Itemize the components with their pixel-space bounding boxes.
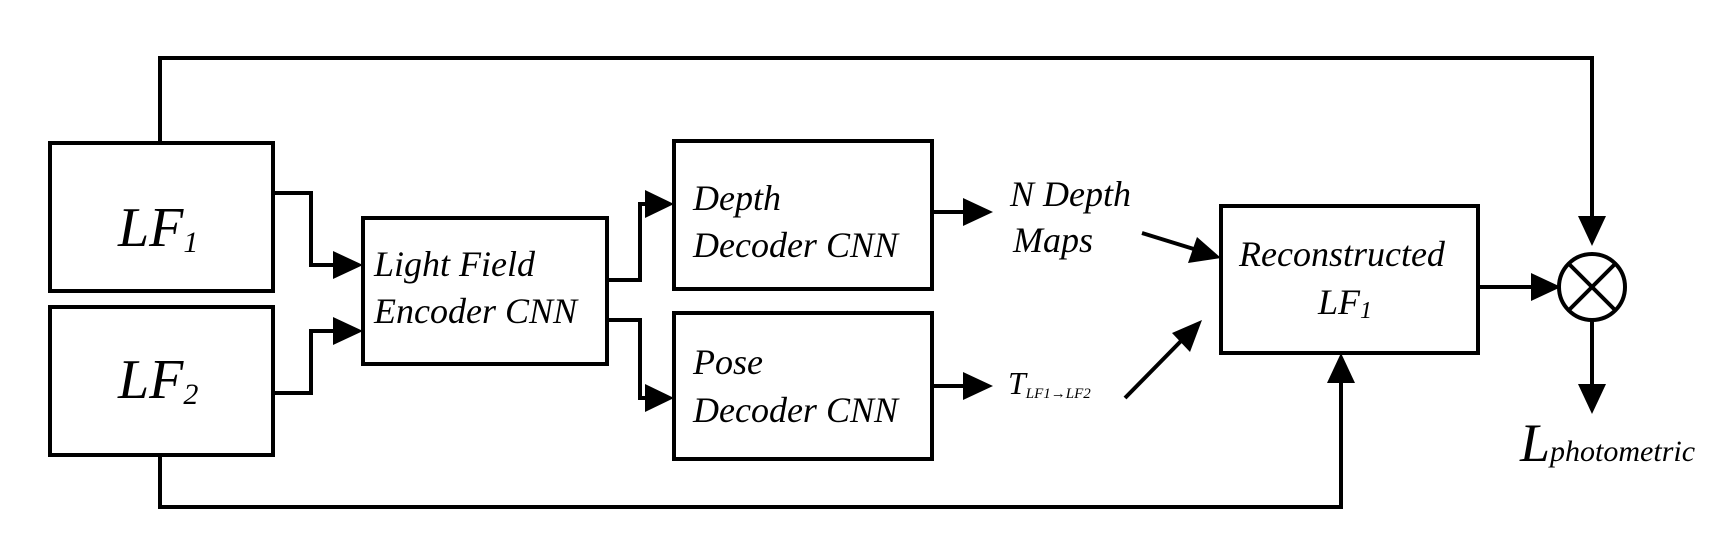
lf1-label: LF1 <box>117 197 198 259</box>
lf2-to-reconstructed-wire <box>158 380 1343 509</box>
maps-to-reconstructed-arrowhead <box>1188 237 1221 263</box>
transform-label: TLF1→LF2 <box>1008 365 1091 402</box>
photometric-loss-label: Lphotometric <box>1519 413 1695 473</box>
maps-to-reconstructed-wire <box>1141 231 1198 252</box>
operator-to-loss-arrowhead <box>1578 384 1606 414</box>
pose-decoder-label-line1: Pose <box>692 342 763 382</box>
lf2-to-reconstructed-arrowhead <box>1327 353 1355 383</box>
depth-decoder-label-line1: Depth <box>692 178 781 218</box>
encoder-label-line2: Encoder CNN <box>373 291 579 331</box>
depth-decoder-label-line2: Decoder CNN <box>692 225 900 265</box>
lf2-block: LF2 <box>48 305 275 457</box>
multiply-operator-icon <box>1557 252 1627 322</box>
depth-to-maps-arrowhead <box>963 198 993 226</box>
encoder-to-depth-arrowhead <box>645 190 674 218</box>
lf1-to-operator-wire <box>158 56 1594 220</box>
transform-to-reconstructed-wire <box>1123 338 1184 400</box>
depth-maps-label-line2: Maps <box>1012 220 1093 260</box>
reconstructed-to-operator-arrowhead <box>1531 273 1561 301</box>
lf1-to-encoder-wire <box>273 191 338 267</box>
encoder-to-depth-wire <box>607 202 650 282</box>
reconstructed-label-line2: LF1 <box>1317 282 1372 324</box>
transform-to-reconstructed-arrowhead <box>1172 320 1202 352</box>
reconstructed-lf1-block: Reconstructed LF1 <box>1219 204 1480 355</box>
depth-maps-label-line1: N Depth <box>1009 174 1131 214</box>
lf1-block: LF1 <box>48 141 275 293</box>
lf2-label: LF2 <box>117 349 198 411</box>
pose-decoder-block: Pose Decoder CNN <box>672 311 934 461</box>
pose-decoder-label-line2: Decoder CNN <box>692 390 900 430</box>
lf2-to-encoder-arrowhead <box>333 317 363 345</box>
lf1-to-encoder-arrowhead <box>333 251 363 279</box>
lf2-to-encoder-wire <box>273 329 338 395</box>
encoder-to-pose-wire <box>607 318 650 400</box>
depth-decoder-block: Depth Decoder CNN <box>672 139 934 291</box>
pose-to-transform-arrowhead <box>963 372 993 400</box>
encoder-to-pose-arrowhead <box>645 384 674 412</box>
encoder-label-line1: Light Field <box>373 244 536 284</box>
light-field-encoder-block: Light Field Encoder CNN <box>361 216 609 366</box>
lf1-to-operator-arrowhead <box>1578 216 1606 246</box>
reconstructed-label-line1: Reconstructed <box>1238 234 1446 274</box>
